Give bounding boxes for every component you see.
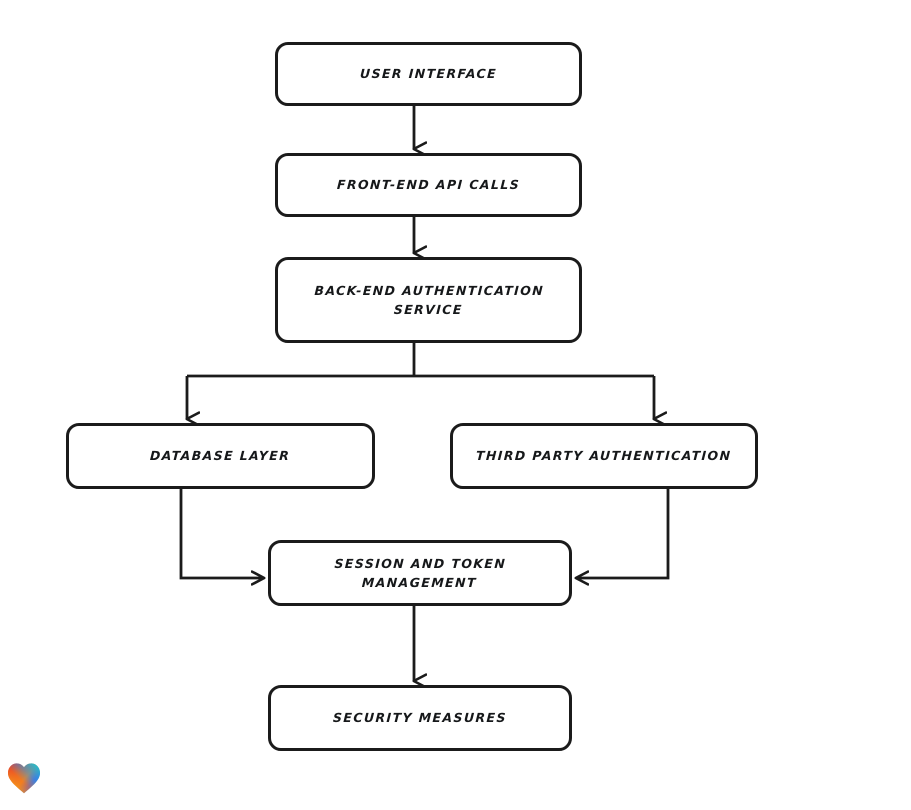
node-label-security-measures: Security Measures [332, 710, 508, 726]
node-user-interface[interactable]: User Interface [275, 42, 582, 106]
node-label-frontend-api-calls: Front-End API Calls [336, 177, 521, 193]
node-session-and-token-management[interactable]: Session and Token Management [268, 540, 572, 606]
node-third-party-authentication[interactable]: Third Party Authentication [450, 423, 758, 489]
node-label-third-party-authentication: Third Party Authentication [475, 448, 733, 464]
node-backend-authentication-service[interactable]: Back-End Authentication Service [275, 257, 582, 343]
heart-icon [7, 763, 41, 794]
node-security-measures[interactable]: Security Measures [268, 685, 572, 751]
edge-third-party-auth-to-session-token [576, 489, 670, 578]
node-database-layer[interactable]: Database Layer [66, 423, 375, 489]
node-label-user-interface: User Interface [359, 66, 498, 82]
node-label-backend-authentication-service: Back-End Authentication Service [313, 282, 545, 317]
node-frontend-api-calls[interactable]: Front-End API Calls [275, 153, 582, 217]
node-label-database-layer: Database Layer [150, 448, 291, 464]
edge-database-layer-to-session-token [179, 489, 264, 578]
node-label-session-and-token-management: Session and Token Management [334, 555, 507, 590]
